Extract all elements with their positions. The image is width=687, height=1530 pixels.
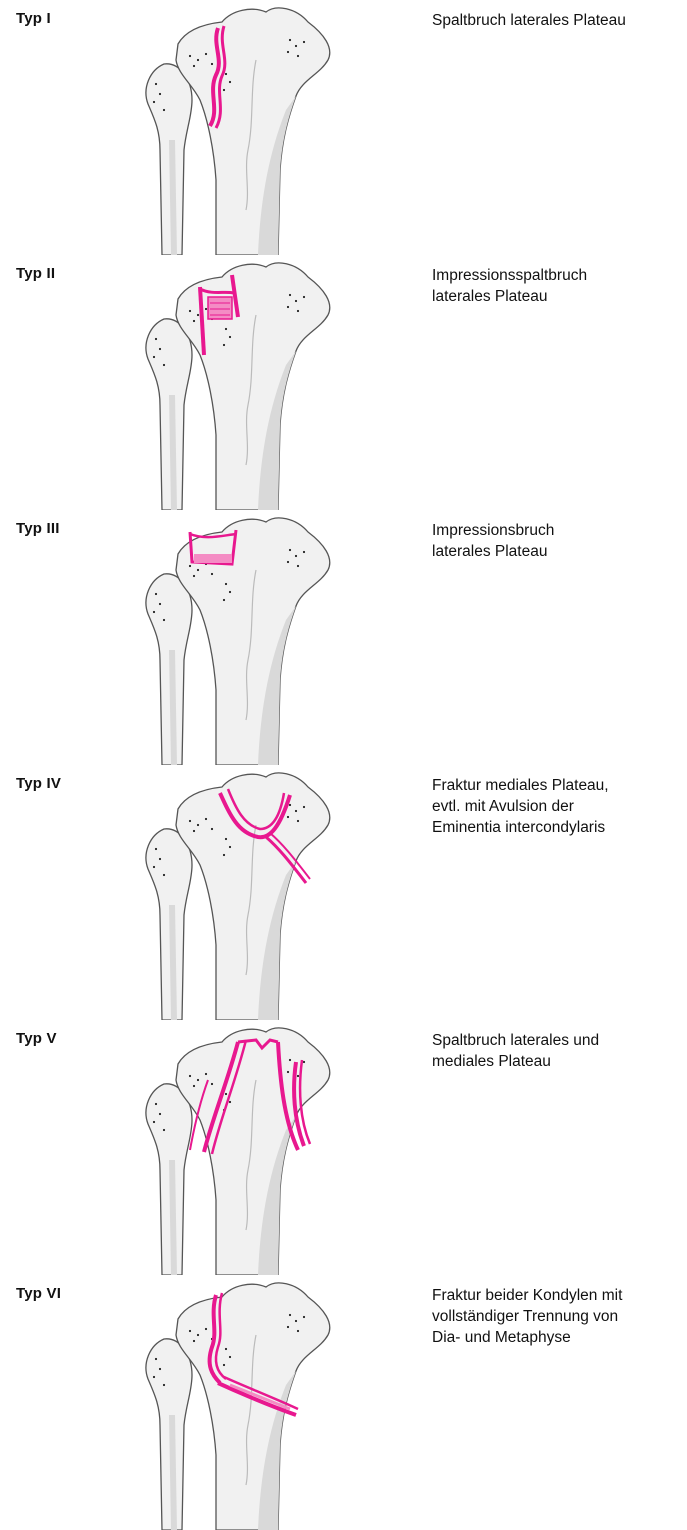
tibia-illustration (120, 510, 360, 765)
type-label: Typ III (16, 520, 60, 537)
type-description: Fraktur beider Kondylen mit vollständige… (432, 1285, 682, 1348)
tibia-illustration (120, 765, 360, 1020)
tibia-illustration (120, 1020, 360, 1275)
type-description: Impressionsspaltbruch laterales Plateau (432, 265, 682, 307)
type-2-row: Typ II Impressionsspaltbruch laterales P… (0, 255, 687, 510)
type-label: Typ IV (16, 775, 61, 792)
type-description: Impressionsbruch laterales Plateau (432, 520, 682, 562)
tibia-illustration (120, 0, 360, 255)
type-description: Fraktur mediales Plateau, evtl. mit Avul… (432, 775, 682, 838)
type-label: Typ V (16, 1030, 57, 1047)
type-6-row: Typ VI Fraktur beider Kondylen mit volls… (0, 1275, 687, 1530)
type-3-row: Typ III Impressionsbruch laterales Plate… (0, 510, 687, 765)
type-1-row: Typ I Spaltbruch laterales Plateau (0, 0, 687, 255)
type-5-row: Typ V Spaltbruch laterales und mediales … (0, 1020, 687, 1275)
type-label: Typ I (16, 10, 51, 27)
tibia-illustration (120, 1275, 360, 1530)
type-label: Typ II (16, 265, 55, 282)
type-description: Spaltbruch laterales Plateau (432, 10, 682, 31)
type-4-row: Typ IV Fraktur mediales Plateau, evtl. m… (0, 765, 687, 1020)
type-description: Spaltbruch laterales und mediales Platea… (432, 1030, 682, 1072)
type-label: Typ VI (16, 1285, 61, 1302)
tibia-illustration (120, 255, 360, 510)
